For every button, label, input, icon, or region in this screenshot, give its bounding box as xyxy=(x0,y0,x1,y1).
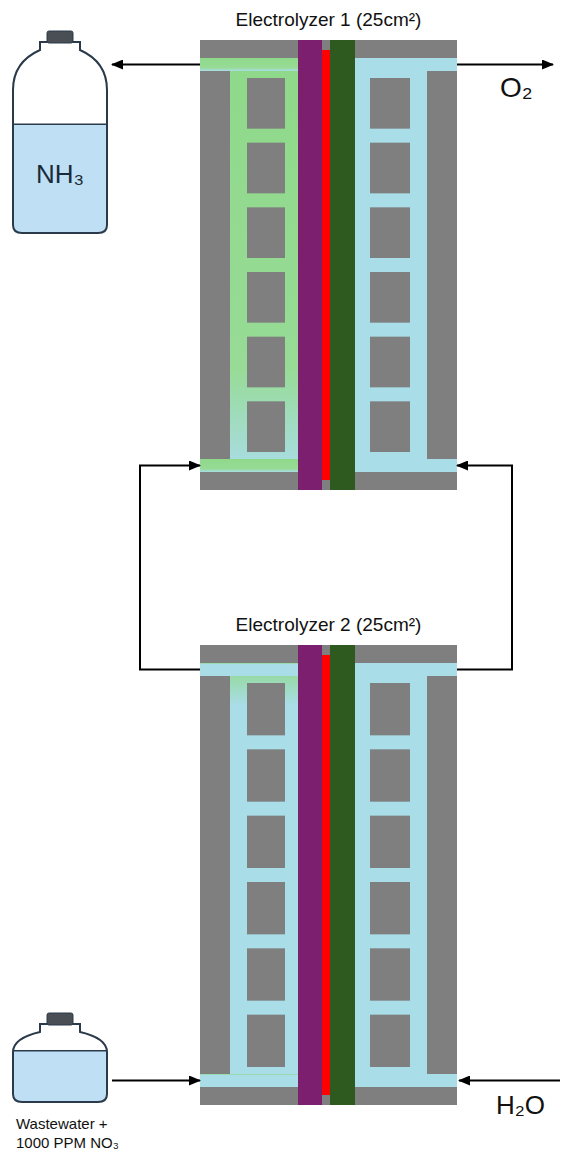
stream-label: O₂ xyxy=(500,72,533,104)
bottle-label: NH₃ xyxy=(10,158,110,190)
electrolyzer: Electrolyzer 1 (25cm²) xyxy=(200,40,457,490)
electrolyzer-drawing xyxy=(200,645,457,1105)
electrolyzer-title: Electrolyzer 2 (25cm²) xyxy=(200,613,457,637)
bottle-outline xyxy=(10,1012,110,1104)
flow-connector xyxy=(140,466,200,670)
electrolyzer-title: Electrolyzer 1 (25cm²) xyxy=(200,8,457,32)
feed-label: Wastewater + 1000 PPM NO₃ xyxy=(16,1114,134,1152)
electrolyzer-drawing xyxy=(200,40,457,490)
label-holder: O₂ xyxy=(500,72,533,104)
electrolyzer: Electrolyzer 2 (25cm²) xyxy=(200,645,457,1105)
stream-label: H₂O xyxy=(496,1090,545,1121)
inlet-arrow xyxy=(459,1080,560,1082)
flow-connector xyxy=(112,64,200,66)
bottle-outline xyxy=(10,30,110,235)
bottle: Wastewater + 1000 PPM NO₃ xyxy=(10,1012,110,1104)
flow-connector xyxy=(457,466,512,670)
outlet-arrow xyxy=(457,64,553,66)
bottle: NH₃ xyxy=(10,30,110,235)
label-holder: H₂O xyxy=(496,1090,545,1121)
flow-connector xyxy=(112,1080,200,1082)
